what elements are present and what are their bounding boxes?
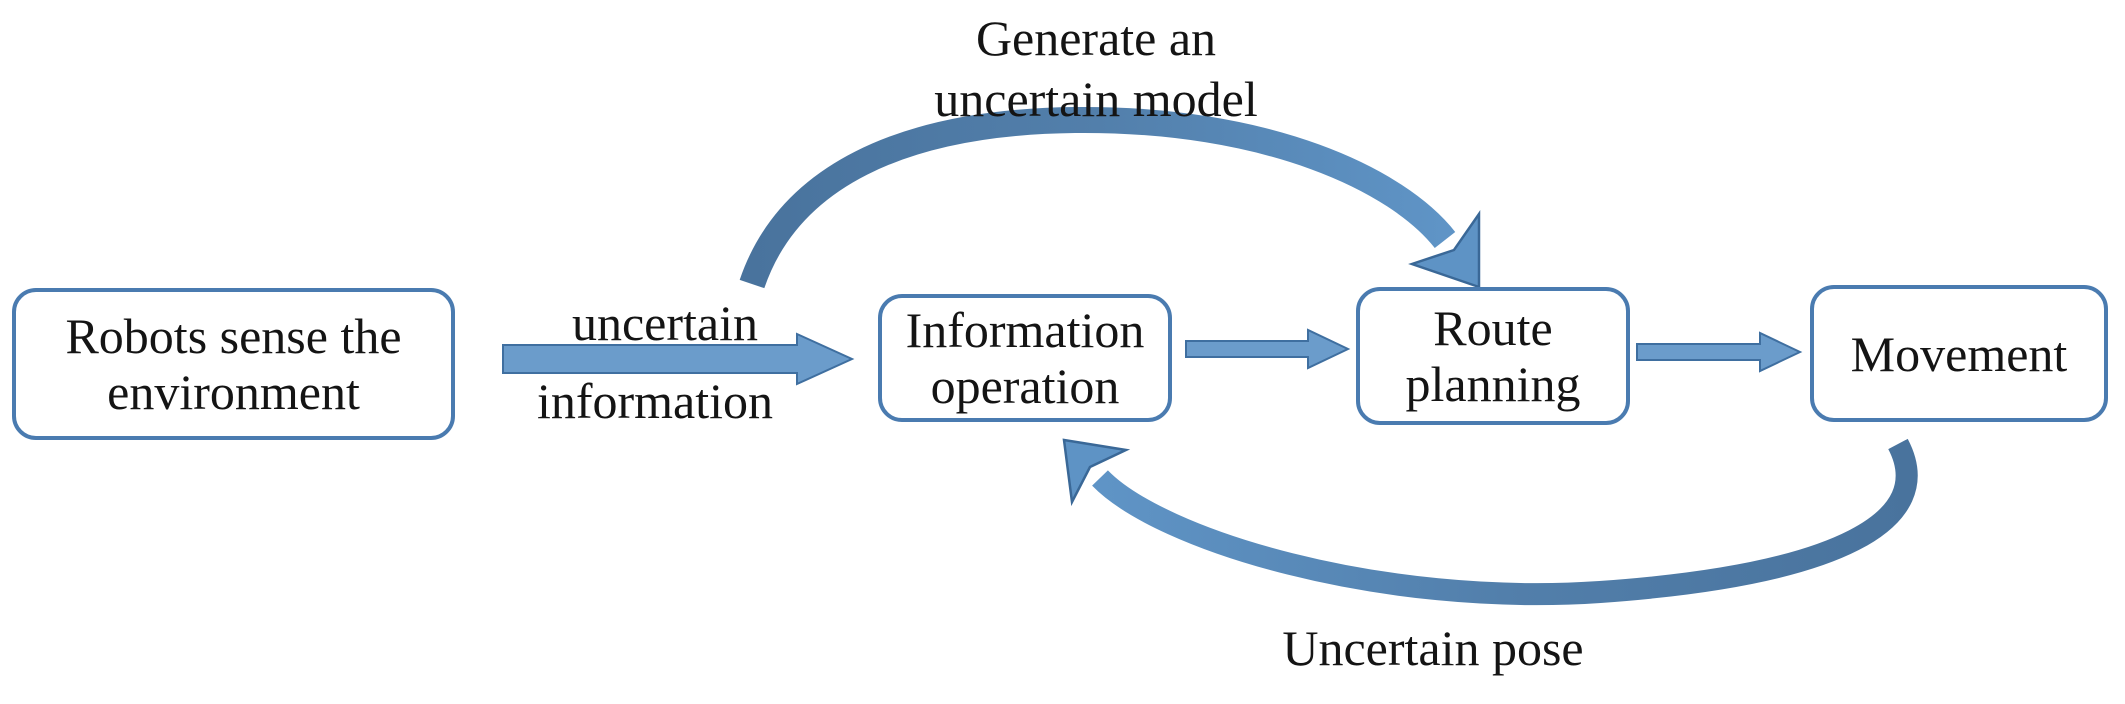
node-robots-sense-environment: Robots sense the environment [12, 288, 455, 440]
curved-arrow-generate-model-head [1408, 210, 1481, 289]
node-label-line: Movement [1850, 325, 2068, 382]
node-route-planning: Route planning [1356, 287, 1630, 425]
node-label-line: Route [1433, 300, 1553, 356]
arrow-sense-to-info [502, 332, 855, 386]
edge-label-information: information [536, 373, 774, 429]
curved-arrow-uncertain-pose [1092, 438, 1918, 606]
arrow-info-to-route [1185, 328, 1351, 370]
curved-arrow-uncertain-pose-head [1062, 438, 1131, 507]
arrow-route-to-movement [1636, 331, 1803, 373]
edge-label-generate-model: Generate an uncertain model [886, 8, 1306, 130]
edge-label-line: Generate an [975, 10, 1217, 66]
node-label-line: planning [1405, 356, 1581, 412]
node-label-line: Robots sense the [65, 308, 402, 364]
node-information-operation: Information operation [878, 294, 1172, 422]
node-label-line: environment [107, 364, 360, 420]
node-movement: Movement [1810, 285, 2108, 422]
node-label-line: Information [905, 302, 1145, 358]
curved-arrow-generate-model [739, 106, 1456, 289]
edge-label-line: uncertain model [934, 71, 1258, 127]
edge-label-uncertain-pose: Uncertain pose [1282, 620, 1584, 676]
node-label-line: operation [930, 358, 1120, 414]
edge-label-uncertain: uncertain [571, 295, 758, 351]
